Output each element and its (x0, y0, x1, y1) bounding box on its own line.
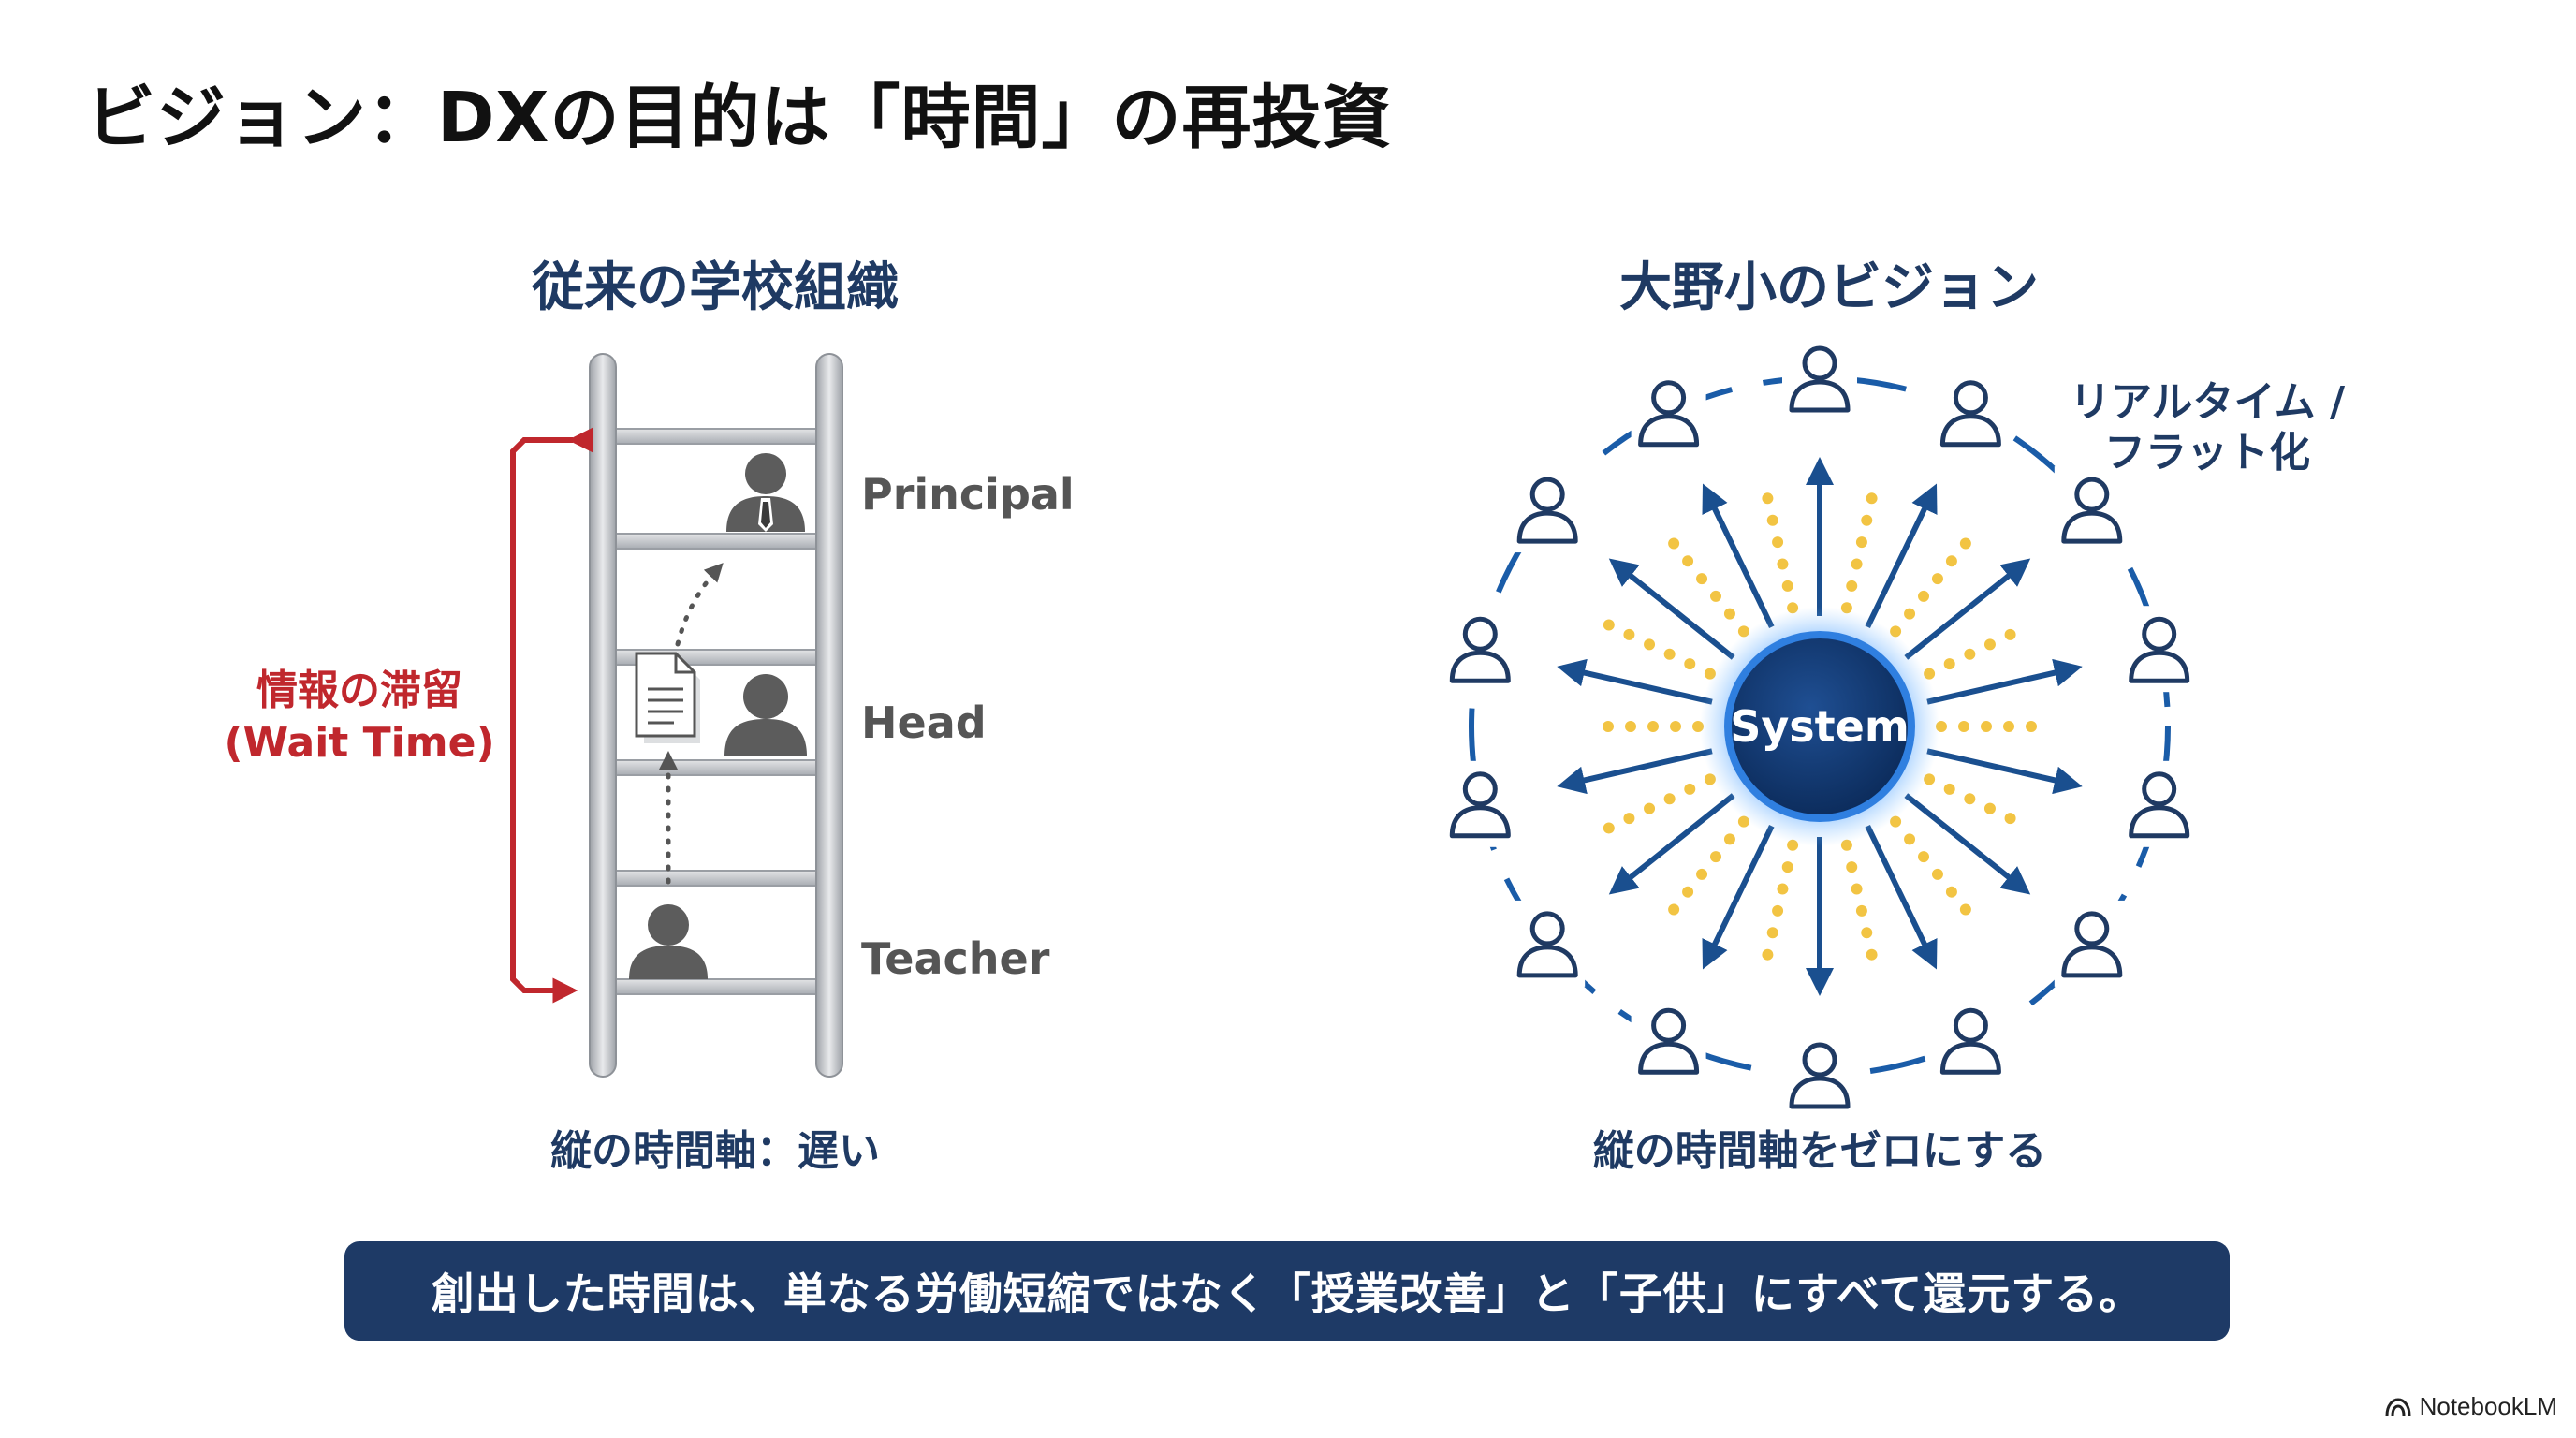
person-outline-icon (1631, 997, 1706, 1084)
summary-banner: 創出した時間は、単なる労働短縮ではなく「授業改善」と「子供」にすべて還元する。 (344, 1241, 2230, 1341)
dotted-connector (1762, 492, 1799, 614)
person-outline-icon (1510, 466, 1586, 553)
person-outline-icon (1782, 1032, 1857, 1118)
role-label-principal: Principal (861, 469, 1075, 520)
brand-name: NotebookLM (2419, 1392, 2557, 1420)
person-outline-icon (2054, 900, 2130, 987)
wait-label-line2: (Wait Time) (224, 719, 494, 767)
dotted-connector (1668, 815, 1749, 916)
system-label: System (1730, 701, 1910, 752)
notebooklm-logo-icon (2385, 1397, 2411, 1416)
person-outline-icon (1782, 335, 1857, 421)
system-core (1724, 631, 1915, 822)
upward-dotted-arrow-upper (675, 563, 724, 647)
summary-banner-text: 創出した時間は、単なる労働短縮ではなく「授業改善」と「子供」にすべて還元する。 (431, 1269, 2144, 1319)
outward-arrow (1904, 558, 2031, 660)
dotted-connector (1890, 815, 1971, 916)
principal-person-icon (726, 453, 805, 532)
dotted-connector (1603, 773, 1716, 834)
person-outline-icon (1933, 369, 2009, 456)
dotted-connector (1840, 492, 1878, 614)
outward-arrow (1608, 558, 1735, 660)
dotted-connector (1603, 619, 1716, 680)
brand-watermark: NotebookLM (2384, 1392, 2557, 1421)
dotted-connector (1840, 839, 1878, 961)
dotted-connector (1890, 537, 1971, 638)
realtime-label-line1: リアルタイム / (2070, 378, 2346, 426)
outward-arrow (1557, 658, 1713, 705)
wait-label-line1: 情報の滞留 (256, 667, 462, 714)
outward-arrow (1608, 793, 1735, 895)
outward-arrow (1702, 483, 1775, 629)
left-section-title: 従来の学校組織 (532, 257, 899, 318)
outward-arrow (1904, 793, 2031, 895)
person-outline-icon (1631, 369, 1706, 456)
right-caption: 縦の時間軸をゼロにする (1592, 1127, 2047, 1175)
person-outline-icon (1442, 606, 1518, 693)
outward-arrow (1865, 483, 1938, 629)
person-outline-icon (1933, 997, 2009, 1084)
head-person-icon (724, 674, 807, 756)
right-section-title: 大野小のビジョン (1619, 257, 2039, 318)
flat-network-diagram: System (1442, 335, 2197, 1118)
document-icon (635, 652, 700, 743)
role-label-head: Head (861, 697, 987, 748)
hierarchy-ladder (510, 353, 843, 1078)
teacher-person-icon (629, 904, 708, 979)
wait-time-bracket (510, 427, 593, 1004)
outward-arrow (1926, 748, 2083, 795)
network-spokes (1557, 457, 2083, 996)
ladder-right-rail (815, 353, 843, 1078)
outward-arrow (1865, 824, 1938, 970)
outward-arrow (1926, 658, 2083, 705)
realtime-label-line2: フラット化 (2104, 429, 2310, 477)
outward-arrow (1557, 748, 1713, 795)
dotted-connector (1924, 619, 2037, 680)
outward-arrow (1702, 824, 1775, 970)
person-outline-icon (1510, 900, 1586, 987)
person-outline-icon (2121, 606, 2197, 693)
page-title: ビジョン：DXの目的は「時間」の再投資 (86, 78, 1393, 158)
left-caption: 縦の時間軸：遅い (550, 1127, 880, 1175)
person-outline-icon (2121, 760, 2197, 847)
dotted-connector (1924, 773, 2037, 834)
dotted-connector (1668, 537, 1749, 638)
person-outline-icon (2054, 466, 2130, 553)
role-label-teacher: Teacher (861, 933, 1050, 984)
ladder-left-rail (589, 353, 617, 1078)
person-outline-icon (1442, 760, 1518, 847)
network-members (1442, 335, 2197, 1118)
dotted-connector (1762, 839, 1799, 961)
